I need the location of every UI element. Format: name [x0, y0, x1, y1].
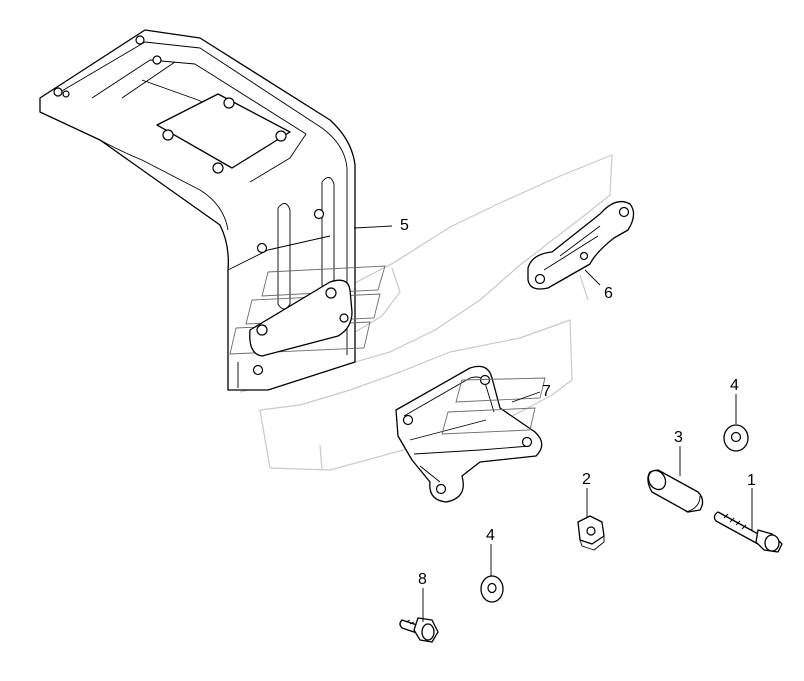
leader-lines [353, 225, 753, 622]
callout-2: 2 [582, 471, 591, 488]
bolt-part-8 [399, 617, 439, 643]
spacer-sleeve-part-3 [647, 469, 704, 513]
washer-part-4-lower [480, 575, 504, 603]
callout-7: 7 [542, 383, 551, 400]
callout-3: 3 [674, 429, 683, 446]
callout-6: 6 [604, 285, 613, 302]
callout-4-upper: 4 [730, 377, 739, 394]
strap-bracket-part-6 [527, 200, 635, 290]
callout-4-lower: 4 [486, 527, 495, 544]
callout-labels: 5 6 7 4 3 2 1 4 8 [400, 217, 756, 588]
callout-1: 1 [747, 472, 756, 489]
mounting-bracket-part-7 [395, 365, 546, 503]
nut-part-2 [577, 515, 605, 551]
bracket-part-5 [39, 29, 386, 391]
callout-5: 5 [400, 217, 409, 234]
callout-8: 8 [418, 571, 427, 588]
washer-part-4-upper [723, 424, 749, 452]
bolt-part-1 [713, 511, 783, 553]
